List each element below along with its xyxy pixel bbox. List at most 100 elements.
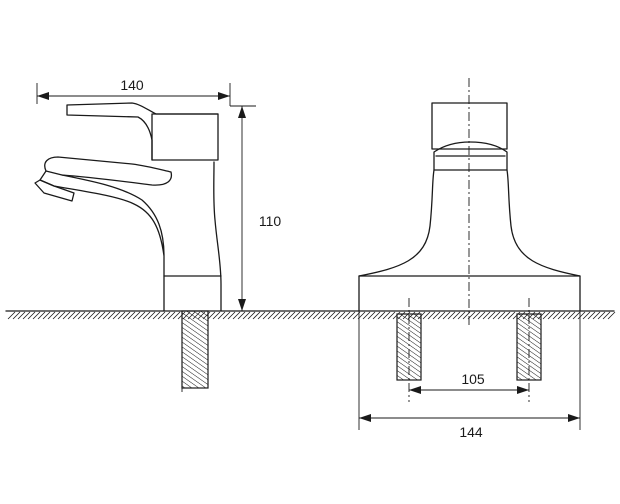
dimension-label-140: 140 — [120, 77, 144, 93]
ground-hatch-line — [547, 311, 556, 320]
front-view — [358, 78, 581, 402]
ground-hatch-line — [347, 311, 356, 320]
ground-hatch-line — [282, 311, 291, 320]
side-body — [39, 161, 222, 312]
ground-hatch-line — [212, 311, 221, 320]
ground-hatch-line — [27, 311, 36, 320]
ground-hatch-line — [92, 311, 101, 320]
ground-hatch-line — [297, 311, 306, 320]
ground-hatch-line — [432, 311, 441, 320]
ground-hatch-line — [7, 311, 16, 320]
ground-hatch-line — [287, 311, 296, 320]
ground-hatch-line — [592, 311, 601, 320]
ground-hatch-line — [437, 311, 446, 320]
front-dome — [433, 141, 508, 171]
ground-hatch-line — [207, 311, 216, 320]
ground-hatch-line — [422, 311, 431, 320]
front-base — [358, 275, 581, 312]
dimension-side-height: 110 — [230, 105, 281, 311]
ground-hatch-line — [277, 311, 286, 320]
ground-hatch-line — [382, 311, 391, 320]
ground-hatch-line — [82, 311, 91, 320]
ground-hatch-line — [122, 311, 131, 320]
ground-hatch-line — [567, 311, 576, 320]
ground-hatch-line — [152, 311, 161, 320]
ground-hatch-line — [497, 311, 506, 320]
ground-hatch-line — [582, 311, 591, 320]
ground-hatch-line — [127, 311, 136, 320]
side-lever — [66, 102, 219, 161]
dimension-label-105: 105 — [461, 371, 485, 387]
ground-hatch-line — [167, 311, 176, 320]
ground-hatch-line — [217, 311, 226, 320]
ground-hatch-line — [307, 311, 316, 320]
ground-hatch-line — [222, 311, 231, 320]
ground-hatch-line — [247, 311, 256, 320]
ground-hatch-line — [542, 311, 551, 320]
ground-hatch-line — [142, 311, 151, 320]
ground-hatch-line — [62, 311, 71, 320]
ground-hatch-line — [372, 311, 381, 320]
ground-hatch-line — [147, 311, 156, 320]
side-cartridge — [151, 113, 219, 161]
ground-hatch-line — [317, 311, 326, 320]
ground-hatch-line — [242, 311, 251, 320]
ground-hatch-line — [587, 311, 596, 320]
side-view — [34, 102, 222, 392]
ground-hatch-line — [487, 311, 496, 320]
ground-hatch-line — [292, 311, 301, 320]
front-handle-block — [431, 102, 508, 150]
ground-hatch-line — [472, 311, 481, 320]
ground-hatch-line — [552, 311, 561, 320]
ground-hatch-line — [87, 311, 96, 320]
ground-hatch-line — [387, 311, 396, 320]
ground-hatch-line — [262, 311, 271, 320]
ground-hatch-line — [502, 311, 511, 320]
ground-hatch-line — [367, 311, 376, 320]
ground-hatch-line — [597, 311, 606, 320]
ground-hatch-line — [492, 311, 501, 320]
front-body — [358, 169, 581, 277]
ground-hatch-line — [342, 311, 351, 320]
ground-hatch-line — [162, 311, 171, 320]
dimension-side-width: 140 — [36, 77, 231, 106]
ground-hatch-line — [477, 311, 486, 320]
dimension-hole-spacing: 105 — [409, 371, 529, 394]
dimension-label-144: 144 — [459, 424, 483, 440]
ground-hatch-line — [457, 311, 466, 320]
ground-hatch-line — [442, 311, 451, 320]
ground-hatch-line — [132, 311, 141, 320]
ground-hatch-line — [322, 311, 331, 320]
ground-hatch-line — [77, 311, 86, 320]
side-supply-pipe — [181, 310, 209, 389]
ground-hatch-line — [47, 311, 56, 320]
ground-hatch-line — [22, 311, 31, 320]
ground-hatch-line — [42, 311, 51, 320]
ground-hatch-line — [257, 311, 266, 320]
ground-hatch-line — [172, 311, 181, 320]
side-aerator — [34, 179, 75, 202]
ground-hatch-line — [482, 311, 491, 320]
ground-hatch-line — [57, 311, 66, 320]
ground-hatch-line — [52, 311, 61, 320]
ground-hatch-line — [577, 311, 586, 320]
ground-hatch-line — [427, 311, 436, 320]
ground-hatch-line — [97, 311, 106, 320]
ground-hatch-line — [232, 311, 241, 320]
ground-hatch-line — [557, 311, 566, 320]
ground-hatch-line — [67, 311, 76, 320]
ground-hatch-line — [12, 311, 21, 320]
ground-hatch-line — [327, 311, 336, 320]
ground-hatch-line — [332, 311, 341, 320]
ground-hatch-line — [102, 311, 111, 320]
ground-hatch-line — [267, 311, 276, 320]
ground-hatch-line — [562, 311, 571, 320]
ground-hatch-line — [572, 311, 581, 320]
ground-hatch-line — [237, 311, 246, 320]
ground-hatch-line — [112, 311, 121, 320]
ground-hatch-line — [157, 311, 166, 320]
ground-hatch-line — [607, 311, 616, 320]
ground-hatch-line — [362, 311, 371, 320]
ground-hatch-line — [302, 311, 311, 320]
